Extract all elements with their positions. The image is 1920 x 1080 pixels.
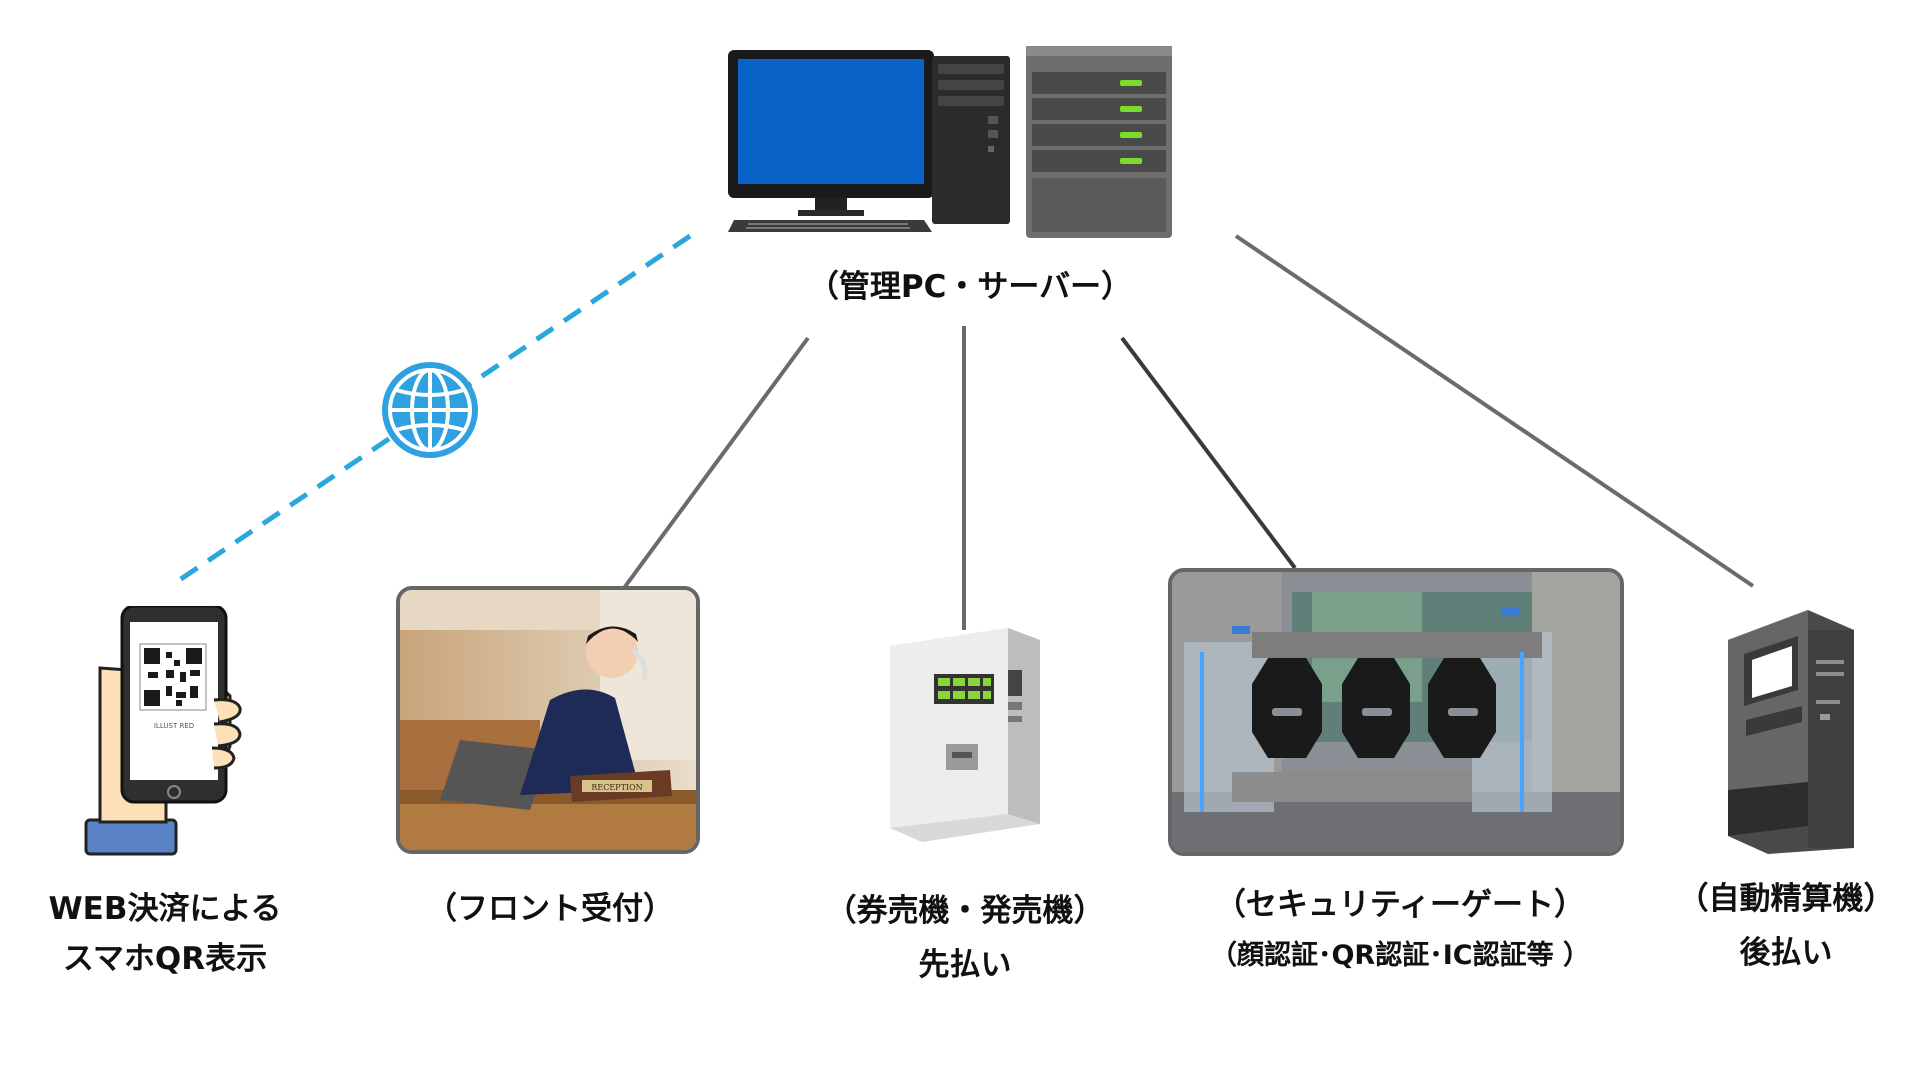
ticket-machine-icon xyxy=(890,628,1040,842)
web-qr-label: WEB決済による スマホQR表示 xyxy=(20,884,310,984)
link-front xyxy=(622,336,810,590)
globe-icon xyxy=(382,362,478,458)
server-group xyxy=(728,40,1188,245)
web-qr-label-line2: スマホQR表示 xyxy=(62,941,268,977)
reception-sign-text: RECEPTION xyxy=(591,783,642,792)
phone-caption: ILLUST RED xyxy=(154,722,194,730)
security-gate-label-line1: （セキュリティーゲート） xyxy=(1214,887,1586,923)
pc-tower-icon xyxy=(932,56,1010,224)
reception-sign xyxy=(582,780,652,792)
server-icon xyxy=(1026,46,1172,238)
smartphone-qr-icon: ILLUST RED xyxy=(84,606,242,856)
server-label: （管理PC・サーバー） xyxy=(807,269,1133,305)
front-reception-illustration: RECEPTION xyxy=(400,590,696,850)
kiosk-label: （自動精算機） 後払い xyxy=(1666,872,1906,980)
atm-kiosk-icon xyxy=(1728,610,1854,854)
security-gate-illustration xyxy=(1172,572,1620,852)
ticket-machine-label: （券売機・発売機） 先払い xyxy=(800,884,1130,992)
kiosk-label-line2: 後払い xyxy=(1739,935,1833,971)
security-gate-label: （セキュリティーゲート） （顔認証･QR認証･IC認証等 ） xyxy=(1150,880,1650,982)
security-gate-label-line2: （顔認証･QR認証･IC認証等 ） xyxy=(1209,940,1590,971)
link-security-gate xyxy=(1120,336,1297,570)
ticket-machine-label-line1: （券売機・発売機） xyxy=(825,893,1105,929)
security-gate-photo xyxy=(1168,568,1624,856)
kiosk-label-line1: （自動精算機） xyxy=(1677,881,1895,917)
front-reception-photo: RECEPTION xyxy=(396,586,700,854)
monitor-icon xyxy=(728,50,934,232)
link-kiosk xyxy=(1234,234,1755,588)
front-label: （フロント受付） xyxy=(426,891,674,927)
web-qr-label-line1: WEB決済による xyxy=(48,891,282,927)
ticket-machine-label-line2: 先払い xyxy=(918,947,1012,983)
